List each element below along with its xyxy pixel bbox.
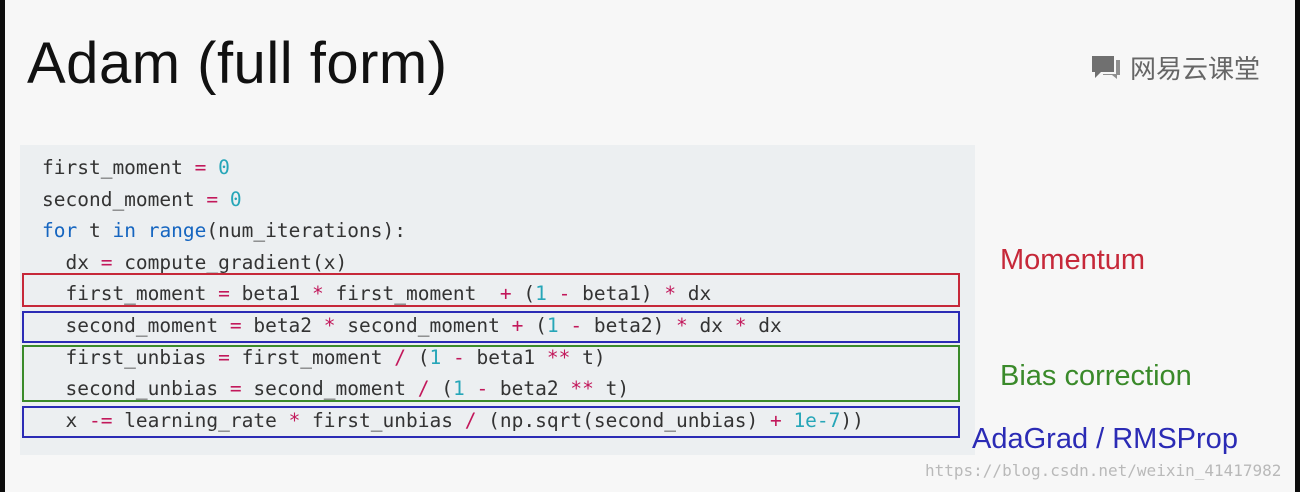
code-line-parameter-update: x -= learning_rate * first_unbias / (np.…	[42, 407, 864, 435]
code-token-operator: =	[218, 346, 230, 369]
code-token-operator: +	[769, 409, 782, 432]
code-line-second-moment-init: second_moment = 0	[42, 186, 242, 214]
bias-correction-label: Bias correction	[1000, 360, 1192, 392]
code-token: (	[523, 314, 547, 337]
code-line-second-moment-update: second_moment = beta2 * second_moment + …	[42, 312, 782, 340]
code-token: t)	[570, 346, 606, 369]
logo: 网易云课堂	[1090, 52, 1260, 85]
code-token-operator: **	[570, 377, 594, 400]
code-token: (	[429, 377, 453, 400]
code-token-operator: -	[570, 314, 583, 337]
code-token: dx	[676, 282, 712, 305]
logo-text: 网易云课堂	[1130, 54, 1261, 85]
code-token: first_unbias	[42, 346, 219, 369]
code-token-operator: *	[734, 314, 747, 337]
code-token: t	[77, 219, 113, 242]
code-token: beta1	[464, 346, 547, 369]
code-token: compute_gradient(x)	[112, 251, 348, 274]
code-token-operator: =	[194, 156, 207, 179]
code-token-operator: =	[229, 314, 242, 337]
code-line-first-moment-init: first_moment = 0	[42, 154, 230, 182]
code-token-keyword: for	[42, 219, 78, 242]
code-token-number: 1	[452, 377, 465, 400]
code-token-operator: =	[218, 282, 230, 305]
chat-bubble-icon	[1092, 56, 1120, 79]
code-token-operator: **	[546, 346, 571, 369]
bias-correction-highlight-box	[22, 345, 960, 402]
code-token-operator: -	[558, 282, 571, 305]
code-token	[218, 188, 230, 211]
code-token: (num_iterations):	[206, 219, 406, 242]
code-token: first_moment	[42, 156, 195, 179]
code-token: (np.sqrt(second_unbias)	[476, 409, 770, 432]
code-token-operator: /	[417, 377, 430, 400]
code-token: second_moment	[42, 314, 230, 337]
code-token-operator: =	[206, 188, 219, 211]
code-token: beta1	[229, 282, 313, 305]
code-line-first-moment-update: first_moment = beta1 * first_moment + (1…	[42, 280, 711, 308]
code-token-operator: =	[229, 377, 242, 400]
code-token-keyword: in	[112, 219, 136, 242]
code-token-operator: *	[676, 314, 688, 337]
code-token-operator: *	[664, 282, 677, 305]
code-token-number: 1e-7	[793, 409, 841, 432]
code-token	[136, 219, 148, 242]
code-token: dx	[687, 314, 735, 337]
code-token-operator: -=	[88, 409, 113, 432]
code-token: first_unbias	[300, 409, 465, 432]
code-token: first_moment	[42, 282, 219, 305]
code-token: beta2	[488, 377, 571, 400]
code-token: learning_rate	[112, 409, 289, 432]
adagrad-rmsprop-label: AdaGrad / RMSProp	[972, 423, 1238, 455]
code-token: (	[405, 346, 430, 369]
code-token: beta1)	[570, 282, 665, 305]
code-token: first_moment	[229, 346, 395, 369]
code-token-number: 1	[546, 314, 559, 337]
rmsprop-highlight-box	[22, 311, 960, 343]
code-token-number: 1	[535, 282, 547, 305]
code-token: first_moment	[323, 282, 500, 305]
momentum-label: Momentum	[1000, 244, 1146, 276]
code-token: second_moment	[241, 377, 418, 400]
code-token-operator: /	[394, 346, 406, 369]
code-token-operator: *	[312, 282, 324, 305]
code-token: second_unbias	[42, 377, 230, 400]
code-token-builtin: range	[147, 219, 207, 242]
code-line-first-unbias: first_unbias = first_moment / (1 - beta1…	[42, 344, 606, 372]
code-block: first_moment = 0 second_moment = 0 for t…	[20, 145, 975, 455]
code-token: t)	[593, 377, 630, 400]
code-token-operator: -	[452, 346, 465, 369]
code-token-operator: /	[464, 409, 477, 432]
code-token-operator: =	[100, 251, 113, 274]
code-token-operator: +	[499, 282, 512, 305]
code-line-second-unbias: second_unbias = second_moment / (1 - bet…	[42, 375, 629, 403]
code-token-number: 1	[429, 346, 442, 369]
code-token: second_moment	[335, 314, 512, 337]
adagrad-highlight-box	[22, 406, 960, 438]
code-token: beta2)	[582, 314, 677, 337]
slide-title: Adam (full form)	[27, 31, 448, 96]
code-token: ))	[840, 409, 864, 432]
code-token: beta2	[241, 314, 324, 337]
code-token-number: 0	[229, 188, 242, 211]
code-token: (	[511, 282, 536, 305]
code-token-number: 0	[218, 156, 230, 179]
code-token-operator: *	[323, 314, 336, 337]
code-token	[206, 156, 218, 179]
code-token-operator: +	[511, 314, 524, 337]
code-token-operator: *	[288, 409, 301, 432]
code-token-operator: -	[476, 377, 489, 400]
code-line-for-loop: for t in range(num_iterations):	[42, 217, 406, 245]
code-token: x	[42, 409, 89, 432]
slide: Adam (full form) 网易云课堂 first_moment = 0 …	[5, 0, 1295, 492]
momentum-highlight-box	[22, 273, 960, 307]
code-line-compute-gradient: dx = compute_gradient(x)	[42, 249, 347, 277]
code-token: dx	[42, 251, 101, 274]
code-token: dx	[746, 314, 782, 337]
code-token: second_moment	[42, 188, 207, 211]
watermark-url: https://blog.csdn.net/weixin_41417982	[925, 461, 1282, 480]
